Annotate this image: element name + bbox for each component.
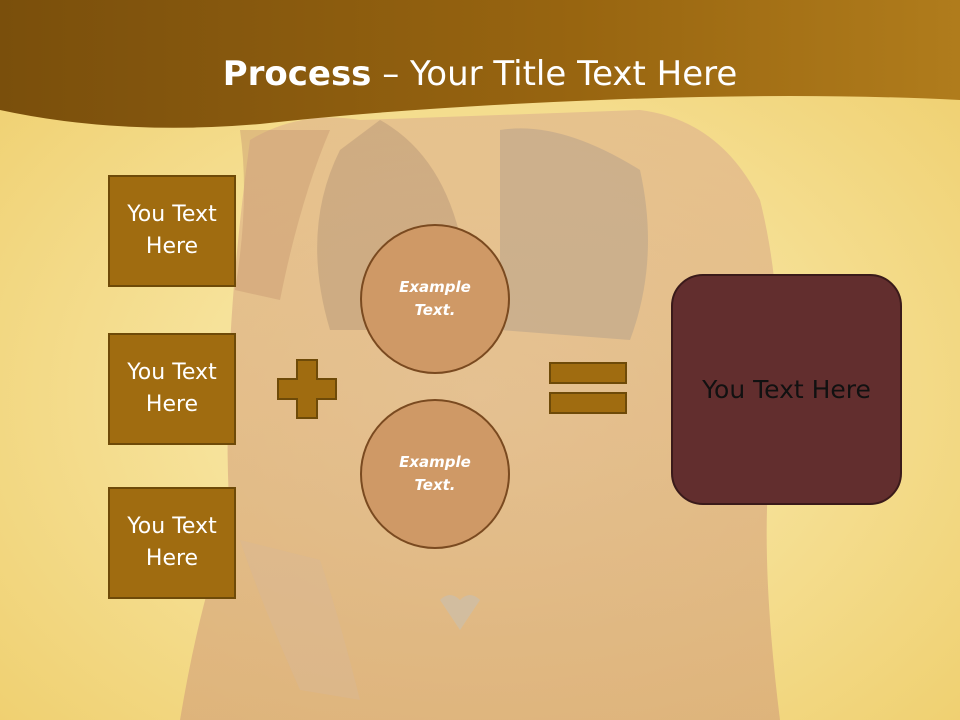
equals-icon (549, 362, 627, 414)
slide-title-bold: Process (222, 54, 372, 94)
left-text-box-1[interactable]: You Text Here (108, 175, 236, 287)
slide-title: Process – Your Title Text Here (0, 52, 960, 96)
result-box[interactable]: You Text Here (671, 274, 902, 505)
plus-icon (277, 359, 337, 419)
example-circle-1[interactable]: Example Text. (360, 224, 510, 374)
example-circle-2[interactable]: Example Text. (360, 399, 510, 549)
slide-title-rest: – Your Title Text Here (371, 54, 738, 94)
left-text-box-2[interactable]: You Text Here (108, 333, 236, 445)
left-text-box-3[interactable]: You Text Here (108, 487, 236, 599)
